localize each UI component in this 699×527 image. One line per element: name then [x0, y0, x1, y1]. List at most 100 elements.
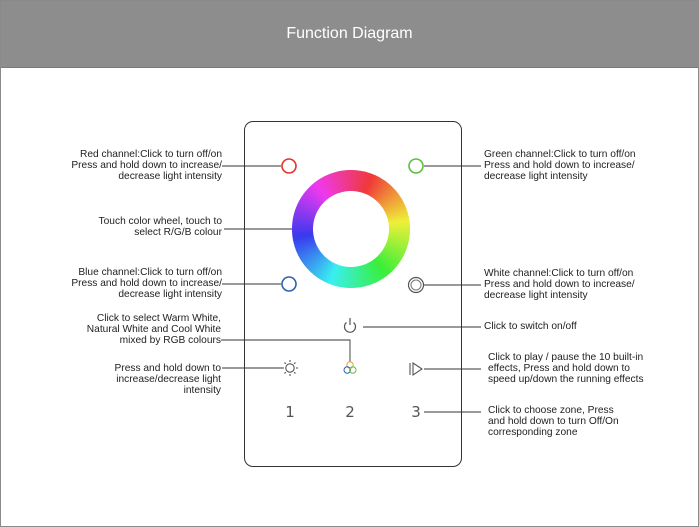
color-wheel-segment: [373, 258, 389, 278]
color-wheel-segment: [356, 266, 364, 288]
color-wheel-segment: [354, 266, 361, 288]
color-wheel-segment: [382, 196, 403, 211]
color-wheel-segment: [368, 176, 382, 197]
color-wheel-segment: [294, 210, 315, 220]
color-wheel-segment: [335, 171, 344, 193]
color-wheel-segment: [388, 216, 410, 224]
color-wheel-segment: [313, 258, 329, 277]
callout-red-channel: Red channel:Click to turn off/on Press a…: [71, 149, 222, 182]
color-wheel-segment: [294, 240, 316, 251]
color-wheel-segment: [292, 222, 314, 228]
color-wheel-segment: [329, 172, 340, 194]
color-wheel-segment: [338, 266, 346, 288]
color-wheel-segment: [327, 173, 338, 195]
color-wheel-segment: [309, 184, 326, 203]
color-wheel-segment: [388, 232, 410, 239]
color-wheel-segment: [296, 244, 318, 256]
color-wheel-segment: [347, 266, 351, 288]
callout-white-channel: White channel:Click to turn off/on Press…: [484, 268, 635, 301]
color-wheel-segment: [320, 261, 334, 282]
color-wheel-segment: [387, 238, 408, 248]
color-wheel-segment: [299, 247, 320, 262]
color-wheel-segment: [323, 262, 336, 283]
callout-brightness: Press and hold down to increase/decrease…: [114, 363, 221, 396]
color-wheel-segment: [293, 213, 315, 222]
color-wheel-segment: [316, 179, 331, 199]
color-wheel-segment: [374, 257, 391, 276]
color-wheel-segment: [378, 252, 397, 269]
power-icon[interactable]: [343, 318, 357, 333]
color-wheel-segment: [302, 251, 322, 267]
color-wheel-segment: [292, 225, 314, 229]
color-wheel-segment: [358, 265, 367, 287]
callout-color-wheel: Touch color wheel, touch to select R/G/B…: [98, 216, 222, 238]
color-wheel-segment: [364, 173, 376, 195]
color-wheel-segment: [332, 171, 342, 193]
color-wheel-segment: [292, 232, 314, 239]
color-wheel-segment: [371, 179, 387, 199]
color-wheel-segment: [293, 236, 315, 245]
color-wheel-segment: [295, 242, 317, 253]
color-wheel-segment: [360, 265, 370, 287]
play-pause-icon[interactable]: [409, 361, 423, 377]
color-wheel-segment: [379, 189, 398, 206]
color-wheel-segment: [311, 256, 328, 275]
brightness-icon[interactable]: [282, 360, 298, 376]
color-wheel-segment: [294, 207, 316, 218]
color-wheel-segment: [306, 254, 325, 271]
color-wheel-segment: [383, 246, 404, 260]
color-wheel-segment: [387, 236, 409, 245]
zone-2-button[interactable]: 2: [345, 403, 355, 421]
color-wheel-segment: [385, 242, 407, 254]
color-wheel-segment: [388, 230, 410, 236]
color-wheel-segment: [341, 266, 348, 288]
color-wheel-segment: [385, 205, 407, 216]
color-wheel-segment: [351, 170, 355, 192]
header-bar: Function Diagram: [1, 1, 698, 68]
color-wheel-segment: [360, 172, 370, 193]
color-wheel-segment: [388, 225, 410, 230]
color-wheel-segment: [382, 248, 403, 262]
color-wheel-segment: [371, 259, 386, 279]
color-wheel-segment: [303, 191, 322, 207]
zone-3-button[interactable]: 3: [411, 403, 421, 421]
zone-1-button[interactable]: 1: [285, 403, 295, 421]
color-wheel-segment: [369, 260, 384, 281]
color-wheel-segment: [366, 175, 379, 196]
color-wheel-segment: [388, 234, 410, 242]
color-wheel-segment: [315, 259, 331, 279]
touch-panel: [244, 121, 462, 467]
red-channel-button[interactable]: [281, 158, 297, 174]
color-wheel-segment: [362, 264, 373, 286]
blue-channel-button[interactable]: [281, 276, 297, 292]
color-wheel-segment: [304, 252, 323, 269]
color-wheel-segment: [341, 170, 348, 192]
green-channel-button[interactable]: [408, 158, 424, 174]
color-wheel-segment: [381, 194, 401, 209]
color-wheel-segment: [344, 266, 350, 288]
callout-blue-channel: Blue channel:Click to turn off/on Press …: [71, 267, 222, 300]
color-wheel-segment: [311, 182, 328, 201]
color-wheel-segment: [318, 260, 332, 281]
rgb-mix-icon[interactable]: [343, 361, 357, 374]
color-wheel-segment: [298, 245, 319, 259]
page-title: Function Diagram: [286, 25, 413, 42]
color-wheel-segment: [292, 219, 314, 226]
color-wheel-segment: [347, 170, 352, 192]
color-wheel-segment: [318, 177, 333, 198]
color-wheel-segment: [321, 176, 335, 197]
color-wheel-segment: [301, 193, 321, 209]
color-wheel-segment: [362, 172, 373, 194]
callout-play-pause: Click to play / pause the 10 built-in ef…: [488, 352, 644, 385]
color-wheel[interactable]: [292, 170, 410, 288]
color-wheel-segment: [387, 210, 409, 220]
color-wheel-segment: [297, 201, 318, 214]
color-wheel-segment: [292, 216, 314, 224]
color-wheel-segment: [293, 238, 315, 248]
color-wheel-segment: [374, 183, 391, 202]
white-channel-button[interactable]: [407, 276, 425, 294]
color-wheel-segment: [299, 196, 320, 210]
color-wheel-segment: [335, 265, 344, 287]
